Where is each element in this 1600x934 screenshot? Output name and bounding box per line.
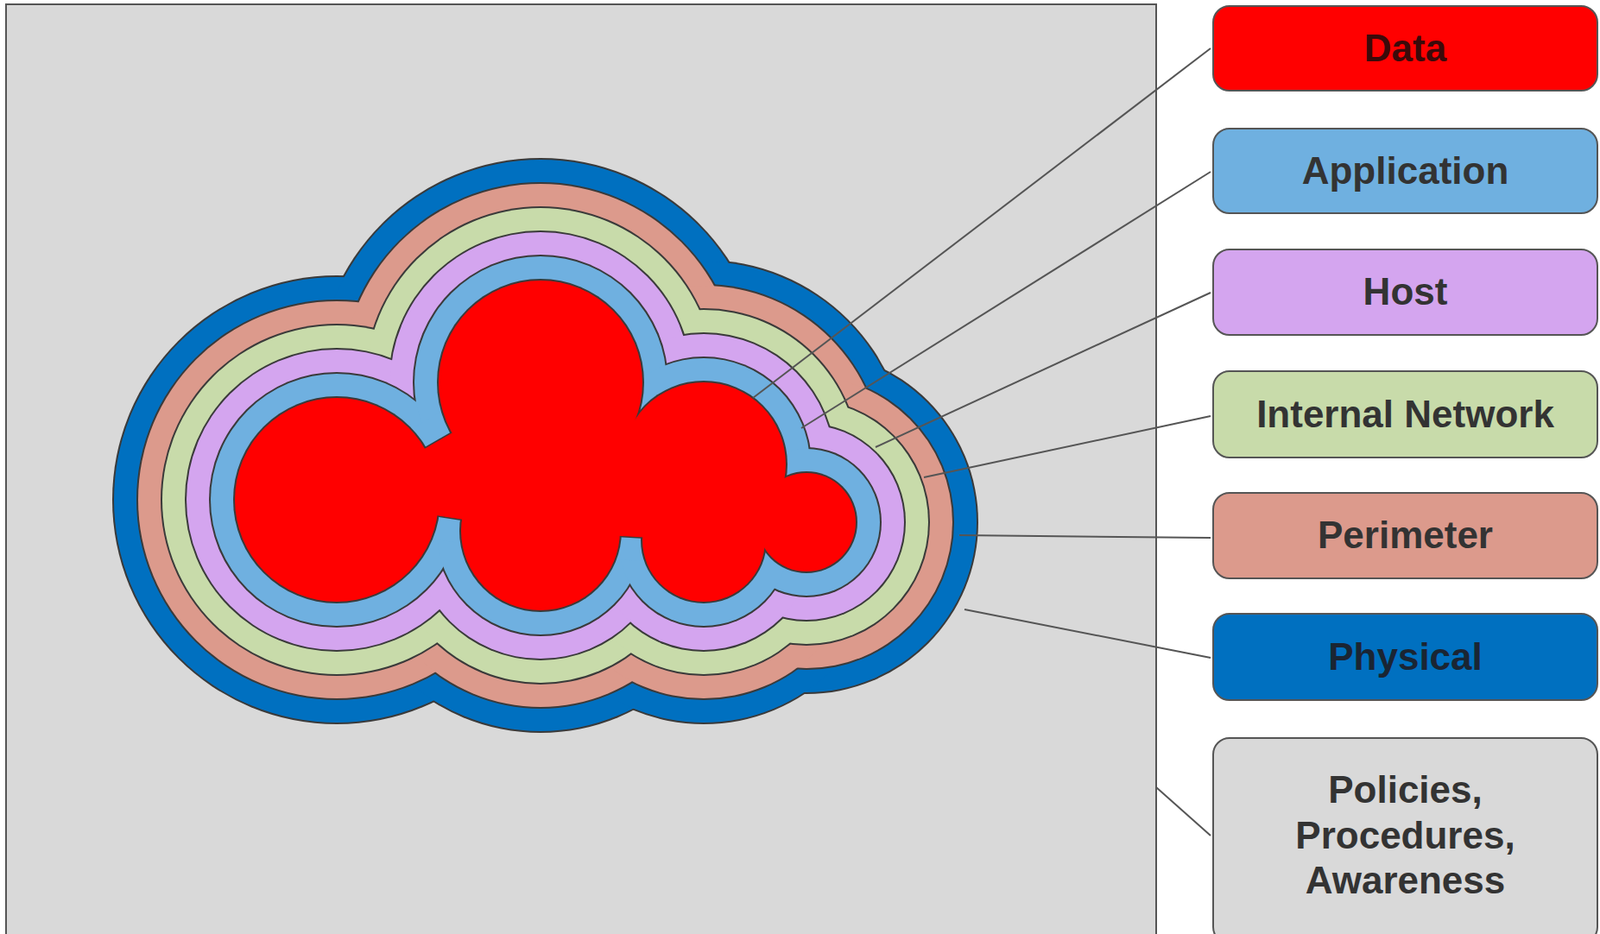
cloud-band bbox=[112, 158, 979, 734]
layered-cloud bbox=[112, 158, 979, 734]
layer-label: Application bbox=[1302, 148, 1510, 195]
cloud-band bbox=[208, 254, 882, 637]
perimeter-label-box: Perimeter bbox=[1212, 492, 1599, 580]
cloud-band bbox=[184, 230, 906, 661]
cloud-band bbox=[234, 280, 856, 611]
cloud-band bbox=[186, 232, 905, 659]
leader-line bbox=[923, 416, 1211, 478]
layer-label: Perimeter bbox=[1317, 512, 1493, 559]
layer-label: Host bbox=[1363, 269, 1449, 316]
physical-label-box: Physical bbox=[1212, 613, 1599, 702]
leader-line bbox=[1156, 787, 1211, 836]
policy-label-box: Policies, Procedures, Awareness bbox=[1212, 737, 1599, 934]
application-label-box: Application bbox=[1212, 127, 1599, 215]
data-label-box: Data bbox=[1212, 5, 1599, 92]
policy-panel bbox=[6, 4, 1157, 934]
cloud-band bbox=[210, 256, 880, 635]
leader-line bbox=[964, 609, 1211, 658]
cloud-core bbox=[336, 382, 807, 541]
cloud-band bbox=[138, 183, 953, 708]
cloud-band bbox=[113, 159, 977, 732]
host-label-box: Host bbox=[1212, 248, 1599, 336]
leader-line bbox=[875, 292, 1211, 448]
leader-line bbox=[959, 535, 1211, 538]
cloud-band bbox=[233, 278, 858, 613]
cloud-band bbox=[136, 182, 955, 709]
layer-label: Physical bbox=[1328, 634, 1483, 681]
layer-label: Policies, Procedures, Awareness bbox=[1276, 767, 1536, 905]
cloud-band bbox=[162, 208, 929, 684]
layer-label: Data bbox=[1364, 25, 1447, 72]
cloud-band bbox=[160, 206, 930, 685]
leader-lines bbox=[752, 48, 1211, 836]
layer-label: Internal Network bbox=[1256, 392, 1555, 438]
leader-line bbox=[752, 48, 1211, 399]
leader-line bbox=[801, 171, 1211, 429]
network-label-box: Internal Network bbox=[1212, 370, 1599, 459]
